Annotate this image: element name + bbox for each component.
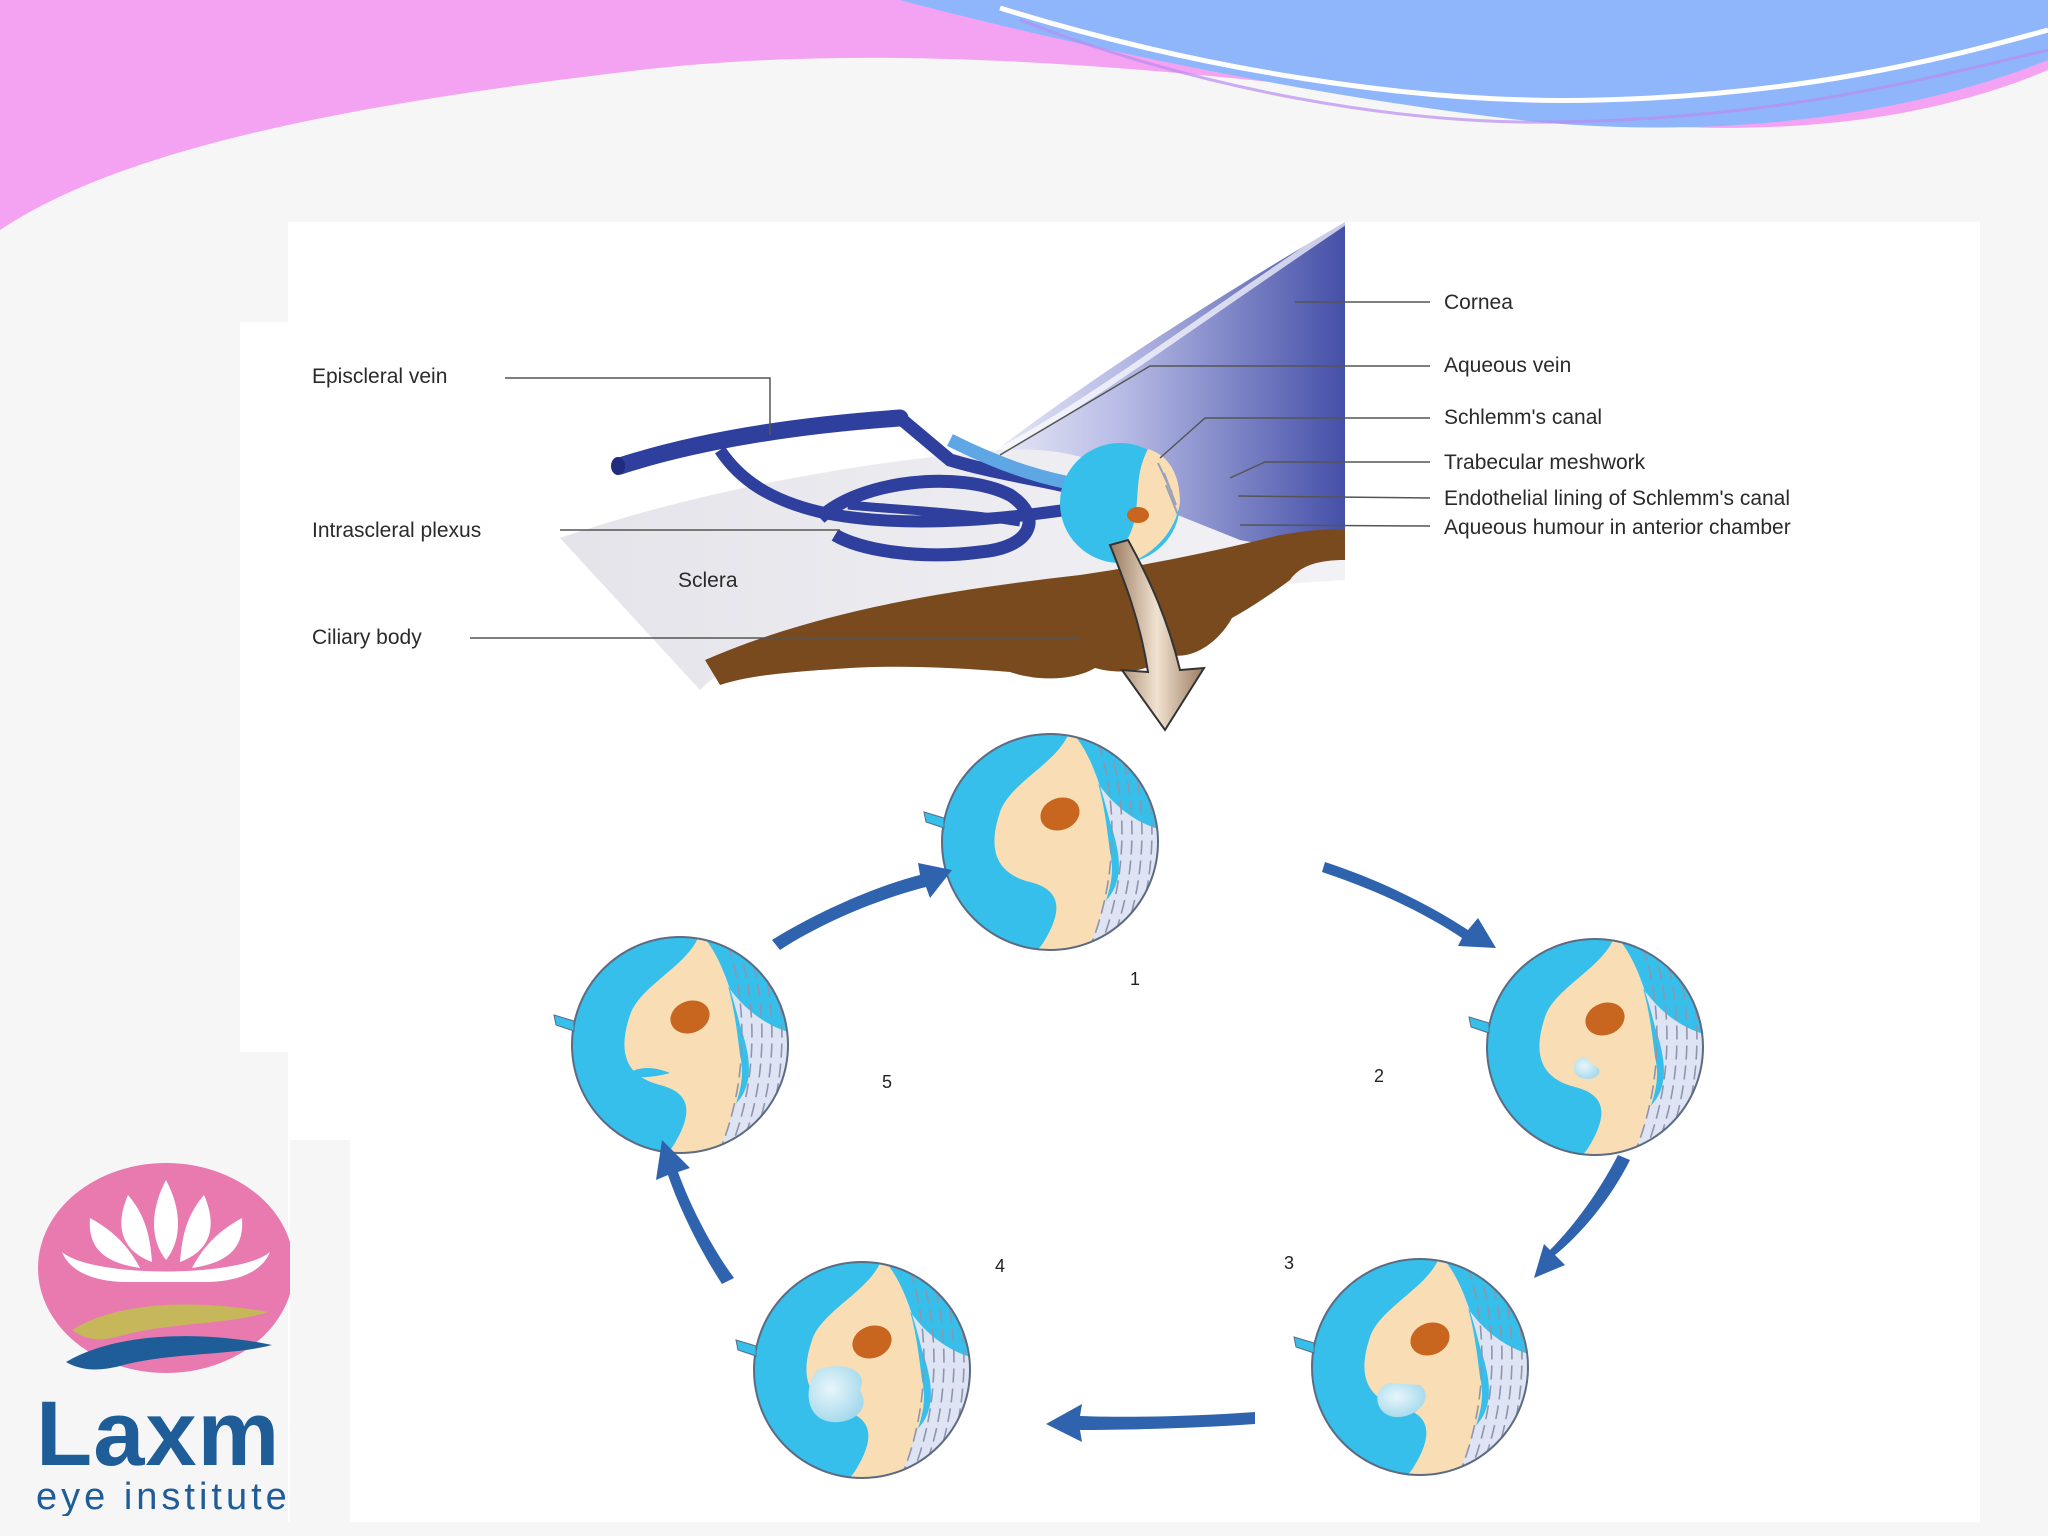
label-cornea: Cornea [1444,292,1513,313]
stage-number-4: 4 [995,1257,1005,1275]
stage-number-5: 5 [882,1073,892,1091]
label-aqueous-vein: Aqueous vein [1444,355,1571,376]
stage-number-1: 1 [1130,970,1140,988]
logo-name: Laxm [36,1388,288,1480]
stage-number-2: 2 [1374,1067,1384,1085]
label-sclera: Sclera [678,570,738,591]
label-trabecular-meshwork: Trabecular meshwork [1444,452,1645,473]
label-intrascleral-plexus: Intrascleral plexus [312,520,481,541]
diagram-panel-left-strip [240,322,300,1052]
header-swoosh [0,0,2048,230]
label-endothelial-lining: Endothelial lining of Schlemm's canal [1444,488,1790,509]
label-episcleral-vein: Episcleral vein [312,366,447,387]
label-schlemms-canal: Schlemm's canal [1444,407,1602,428]
logo-subtitle: eye institute [36,1478,304,1516]
label-aqueous-humour: Aqueous humour in anterior chamber [1444,517,1791,538]
stage-number-3: 3 [1284,1254,1294,1272]
label-ciliary-body: Ciliary body [312,627,422,648]
